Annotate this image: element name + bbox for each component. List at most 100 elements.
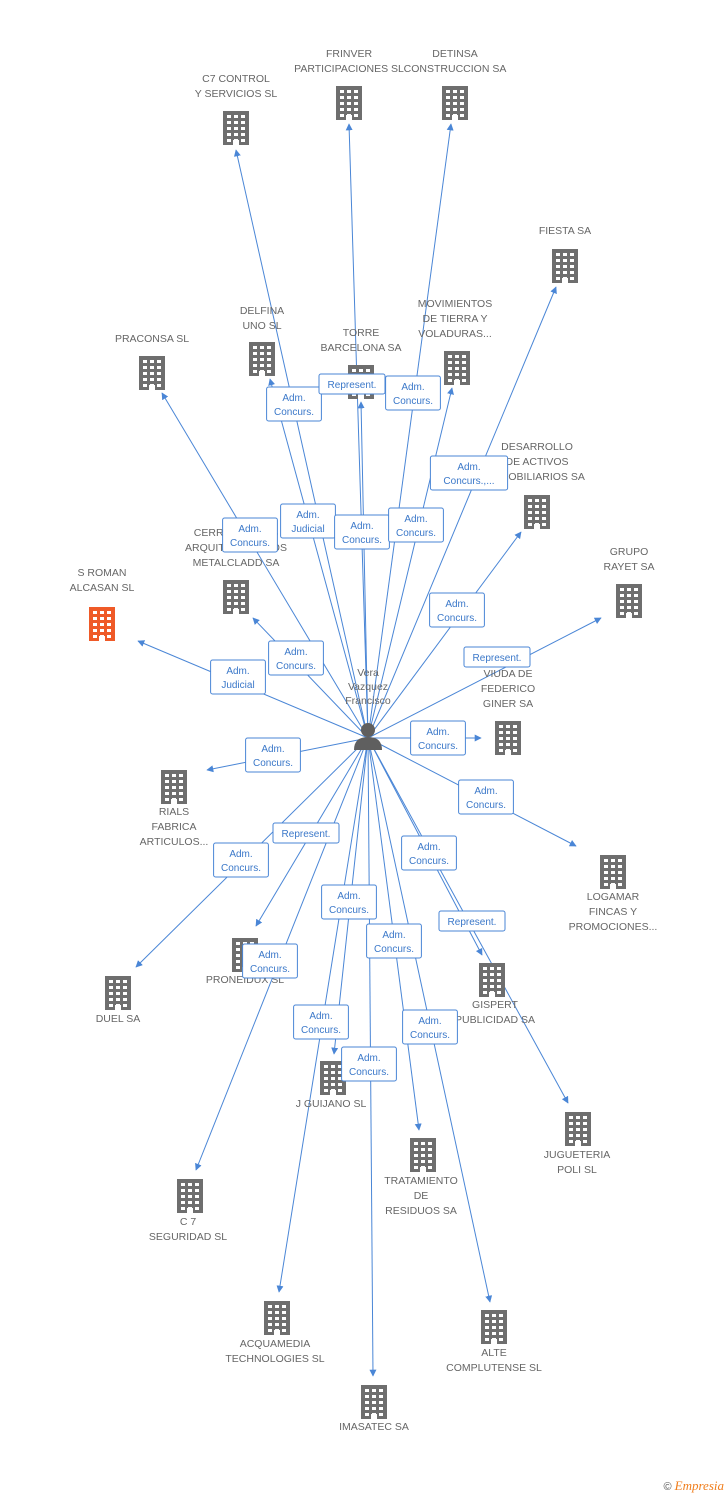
- edge-label-text-rials: Adm.Concurs.: [253, 744, 293, 769]
- edge-label-text-detinsa: Adm.Concurs.: [393, 382, 433, 407]
- edge-label-text-gispert: Represent.: [448, 917, 497, 928]
- building-icon-jugueteria[interactable]: [565, 1112, 591, 1146]
- building-icon-fiesta[interactable]: [552, 249, 578, 283]
- building-icon-sroman[interactable]: [89, 607, 115, 641]
- node-label-imasatec: IMASATEC SA: [339, 1421, 409, 1433]
- building-icon-logamar[interactable]: [600, 855, 626, 889]
- building-icon-tratamiento[interactable]: [410, 1138, 436, 1172]
- building-icon-c7control[interactable]: [223, 111, 249, 145]
- building-icon-viuda[interactable]: [495, 721, 521, 755]
- edge-label-gispert[interactable]: Represent.: [438, 910, 506, 932]
- edge-fiesta: [367, 286, 557, 739]
- edge-c7control: [233, 149, 369, 739]
- building-icon-praconsa[interactable]: [139, 356, 165, 390]
- edge-label-text-logamar: Adm.Concurs.: [466, 786, 506, 811]
- edge-label-alte[interactable]: Adm.Concurs.: [401, 835, 457, 871]
- building-icon-imasatec[interactable]: [361, 1385, 387, 1419]
- building-icon-movimientos[interactable]: [444, 351, 470, 385]
- edge-torre: [357, 401, 369, 739]
- building-icon-c7seguridad[interactable]: [177, 1179, 203, 1213]
- edge-label-praconsa[interactable]: Adm.Concurs.: [222, 517, 278, 553]
- edge-label-tratamiento[interactable]: Adm.Concurs.: [366, 923, 422, 959]
- edge-label-frinver[interactable]: Represent.: [318, 373, 386, 395]
- building-icon-gispert[interactable]: [479, 963, 505, 997]
- node-label-jguijano: J GUIJANO SL: [296, 1098, 367, 1110]
- edge-label-text-torre: Adm.Concurs.: [342, 521, 382, 546]
- building-icon-rials[interactable]: [161, 770, 187, 804]
- edge-label-c7control[interactable]: Adm.Concurs.: [266, 386, 322, 422]
- edge-label-text-viuda: Adm.Concurs.: [418, 727, 458, 752]
- building-icon-cerramientos[interactable]: [223, 580, 249, 614]
- edge-label-detinsa[interactable]: Adm.Concurs.: [385, 375, 441, 411]
- edge-label-imasatec[interactable]: Adm.Concurs.: [341, 1046, 397, 1082]
- edge-cerramientos: [252, 617, 369, 739]
- building-icon-alte[interactable]: [481, 1310, 507, 1344]
- edge-label-text-fiesta: Adm.Concurs.,...: [443, 462, 494, 487]
- building-icon-frinver[interactable]: [336, 86, 362, 120]
- edge-label-cerramientos[interactable]: Adm.Concurs.: [268, 640, 324, 676]
- edge-label-torre[interactable]: Adm.Concurs.: [334, 514, 390, 550]
- edge-grupo_rayet: [367, 617, 602, 739]
- building-icon-delfina[interactable]: [249, 342, 275, 376]
- edge-delfina: [268, 378, 369, 739]
- edge-label-text-jugueteria: Adm.Concurs.: [410, 1016, 450, 1041]
- edge-label-jugueteria[interactable]: Adm.Concurs.: [402, 1009, 458, 1045]
- edge-label-logamar[interactable]: Adm.Concurs.: [458, 779, 514, 815]
- node-label-praconsa: PRACONSA SL: [115, 333, 189, 345]
- edge-label-jguijano[interactable]: Adm.Concurs.: [293, 1004, 349, 1040]
- copyright-symbol: ©: [663, 1481, 672, 1493]
- edge-label-text-proneidux: Represent.: [282, 829, 331, 840]
- edge-label-grupo_rayet[interactable]: Represent.: [463, 646, 531, 668]
- edge-label-movimientos[interactable]: Adm.Concurs.: [388, 507, 444, 543]
- building-icon-detinsa[interactable]: [442, 86, 468, 120]
- edge-label-text-imasatec: Adm.Concurs.: [349, 1053, 389, 1078]
- building-icon-acquamedia[interactable]: [264, 1301, 290, 1335]
- edge-label-text-tratamiento: Adm.Concurs.: [374, 930, 414, 955]
- building-icon-duel[interactable]: [105, 976, 131, 1010]
- node-label-fiesta: FIESTA SA: [539, 225, 591, 237]
- edge-label-duel[interactable]: Adm.Concurs.: [213, 842, 269, 878]
- edge-label-text-alte: Adm.Concurs.: [409, 842, 449, 867]
- edge-label-text-c7seguridad: Adm.Concurs.: [250, 950, 290, 975]
- footer-brand: © Empresia: [663, 1478, 724, 1494]
- edge-label-acquamedia[interactable]: Adm.Concurs.: [321, 884, 377, 920]
- edge-label-viuda[interactable]: Adm.Concurs.: [410, 720, 466, 756]
- edge-label-rials[interactable]: Adm.Concurs.: [245, 737, 301, 773]
- edge-label-text-cerramientos: Adm.Concurs.: [276, 647, 316, 672]
- brand-logo[interactable]: Empresia: [674, 1478, 724, 1493]
- edge-label-desarrollo[interactable]: Adm.Concurs.: [429, 592, 485, 628]
- edge-label-delfina[interactable]: Adm.Judicial: [280, 503, 336, 539]
- edge-praconsa: [161, 392, 369, 739]
- edge-label-text-frinver: Represent.: [328, 380, 377, 391]
- building-icon-desarrollo[interactable]: [524, 495, 550, 529]
- edge-desarrollo: [367, 531, 522, 739]
- edge-label-c7seguridad[interactable]: Adm.Concurs.: [242, 943, 298, 979]
- edge-label-text-desarrollo: Adm.Concurs.: [437, 599, 477, 624]
- edge-label-fiesta[interactable]: Adm.Concurs.,...: [429, 455, 509, 491]
- building-icon-grupo_rayet[interactable]: [616, 584, 642, 618]
- edge-label-sroman[interactable]: Adm.Judicial: [210, 659, 266, 695]
- edge-label-proneidux[interactable]: Represent.: [272, 822, 340, 844]
- edge-label-text-delfina: Adm.Judicial: [291, 510, 324, 535]
- person-icon[interactable]: [354, 723, 382, 750]
- edge-label-text-jguijano: Adm.Concurs.: [301, 1011, 341, 1036]
